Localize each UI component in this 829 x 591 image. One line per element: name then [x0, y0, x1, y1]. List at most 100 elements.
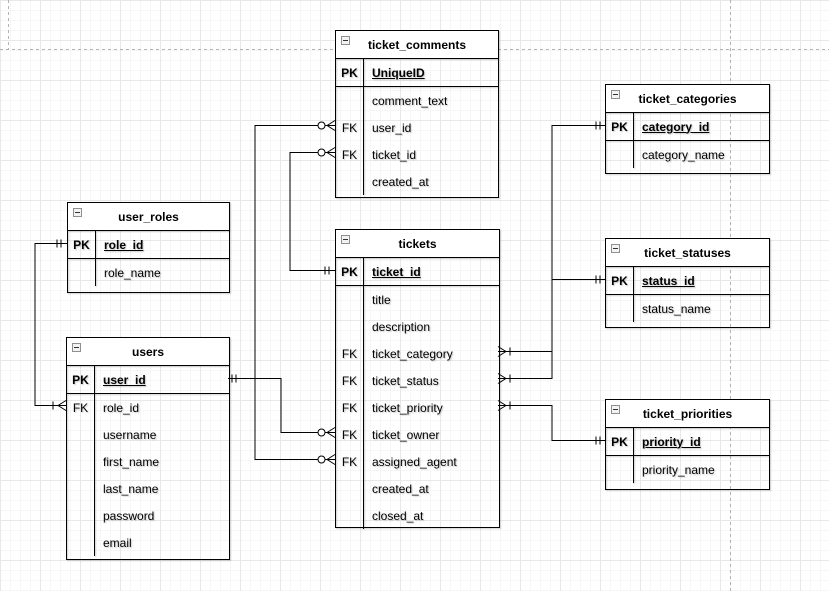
field-row[interactable]: first_name	[67, 448, 229, 475]
key-badge: FK	[336, 114, 364, 141]
key-badge: FK	[336, 394, 364, 421]
field-row[interactable]: role_name	[68, 259, 229, 286]
crow-foot-many-icon	[326, 120, 336, 131]
field-name: title	[372, 292, 391, 307]
zero-circle-icon	[317, 455, 326, 464]
field-name: comment_text	[372, 93, 448, 108]
collapse-icon[interactable]	[611, 405, 620, 414]
field-row[interactable]: password	[67, 502, 229, 529]
field-row[interactable]: username	[67, 421, 229, 448]
entity-header[interactable]: ticket_statuses	[606, 239, 769, 267]
field-name: ticket_owner	[372, 427, 440, 442]
crow-foot-many-icon	[497, 373, 507, 384]
collapse-icon[interactable]	[341, 235, 350, 244]
field-name: user_id	[372, 120, 412, 135]
field-name: first_name	[103, 454, 160, 469]
key-badge	[67, 475, 95, 502]
edge-ticket_comments-ticket_id-to-tickets[interactable]	[289, 147, 336, 275]
field-name: password	[103, 508, 155, 523]
field-row[interactable]: FK ticket_owner	[336, 421, 499, 448]
key-badge	[336, 475, 364, 502]
field-name: last_name	[103, 481, 159, 496]
entity-header[interactable]: ticket_comments	[336, 31, 498, 59]
field-row[interactable]: title	[336, 286, 499, 313]
field-row[interactable]: description	[336, 313, 499, 340]
field-row[interactable]: priority_name	[606, 456, 769, 483]
key-badge: FK	[336, 340, 364, 367]
field-row[interactable]: FK user_id	[336, 114, 498, 141]
key-badge	[67, 448, 95, 475]
entity-title: ticket_categories	[638, 91, 737, 106]
entity-header[interactable]: user_roles	[68, 203, 229, 231]
key-badge: PK	[68, 231, 96, 258]
key-badge	[606, 141, 634, 168]
edge-users-to-ticket_comments-user_id[interactable]	[228, 120, 336, 383]
key-badge	[336, 286, 364, 313]
key-badge: FK	[336, 421, 364, 448]
field-name: UniqueID	[372, 65, 425, 80]
field-name: closed_at	[372, 508, 424, 523]
field-row[interactable]: created_at	[336, 168, 498, 195]
edge-users-to-tickets-ticket_owner[interactable]	[228, 374, 336, 438]
collapse-icon[interactable]	[72, 343, 81, 352]
field-name: email	[103, 535, 132, 550]
field-name: user_id	[103, 372, 146, 387]
edge-user_roles-to-users-role_id[interactable]	[34, 239, 67, 411]
edge-users-to-tickets-assigned_agent[interactable]	[228, 378, 336, 465]
field-name: priority_id	[642, 434, 701, 449]
field-name: priority_name	[642, 462, 715, 477]
entity-header[interactable]: tickets	[336, 230, 499, 258]
field-name: status_name	[642, 301, 711, 316]
collapse-icon[interactable]	[611, 244, 620, 253]
field-row[interactable]: last_name	[67, 475, 229, 502]
entity-title: users	[131, 344, 165, 359]
field-row[interactable]: closed_at	[336, 502, 499, 529]
collapse-icon[interactable]	[341, 36, 350, 45]
field-row[interactable]: comment_text	[336, 87, 498, 114]
field-row[interactable]: created_at	[336, 475, 499, 502]
key-badge	[67, 529, 95, 556]
key-badge: FK	[336, 367, 364, 394]
key-badge	[336, 87, 364, 114]
field-row[interactable]: category_name	[606, 141, 769, 168]
collapse-icon[interactable]	[611, 90, 620, 99]
collapse-icon[interactable]	[73, 208, 82, 217]
key-badge	[606, 456, 634, 483]
entity-header[interactable]: users	[67, 338, 229, 366]
edge-tickets-ticket_status-to-ticket_statuses[interactable]	[497, 275, 605, 384]
zero-circle-icon	[317, 121, 326, 130]
entity-title: ticket_comments	[367, 37, 467, 52]
edge-tickets-ticket_priority-to-ticket_priorities[interactable]	[497, 400, 605, 445]
entity-header[interactable]: ticket_priorities	[606, 400, 769, 428]
field-name: category_name	[642, 147, 725, 162]
entity-header[interactable]: ticket_categories	[606, 85, 769, 113]
field-row[interactable]: email	[67, 529, 229, 556]
crow-foot-many-icon	[326, 147, 336, 158]
key-badge: FK	[336, 141, 364, 168]
field-row[interactable]: status_name	[606, 295, 769, 322]
key-badge: PK	[606, 113, 634, 140]
entity-title: ticket_priorities	[642, 406, 733, 421]
edge-tickets-ticket_category-to-ticket_categories[interactable]	[497, 121, 605, 357]
